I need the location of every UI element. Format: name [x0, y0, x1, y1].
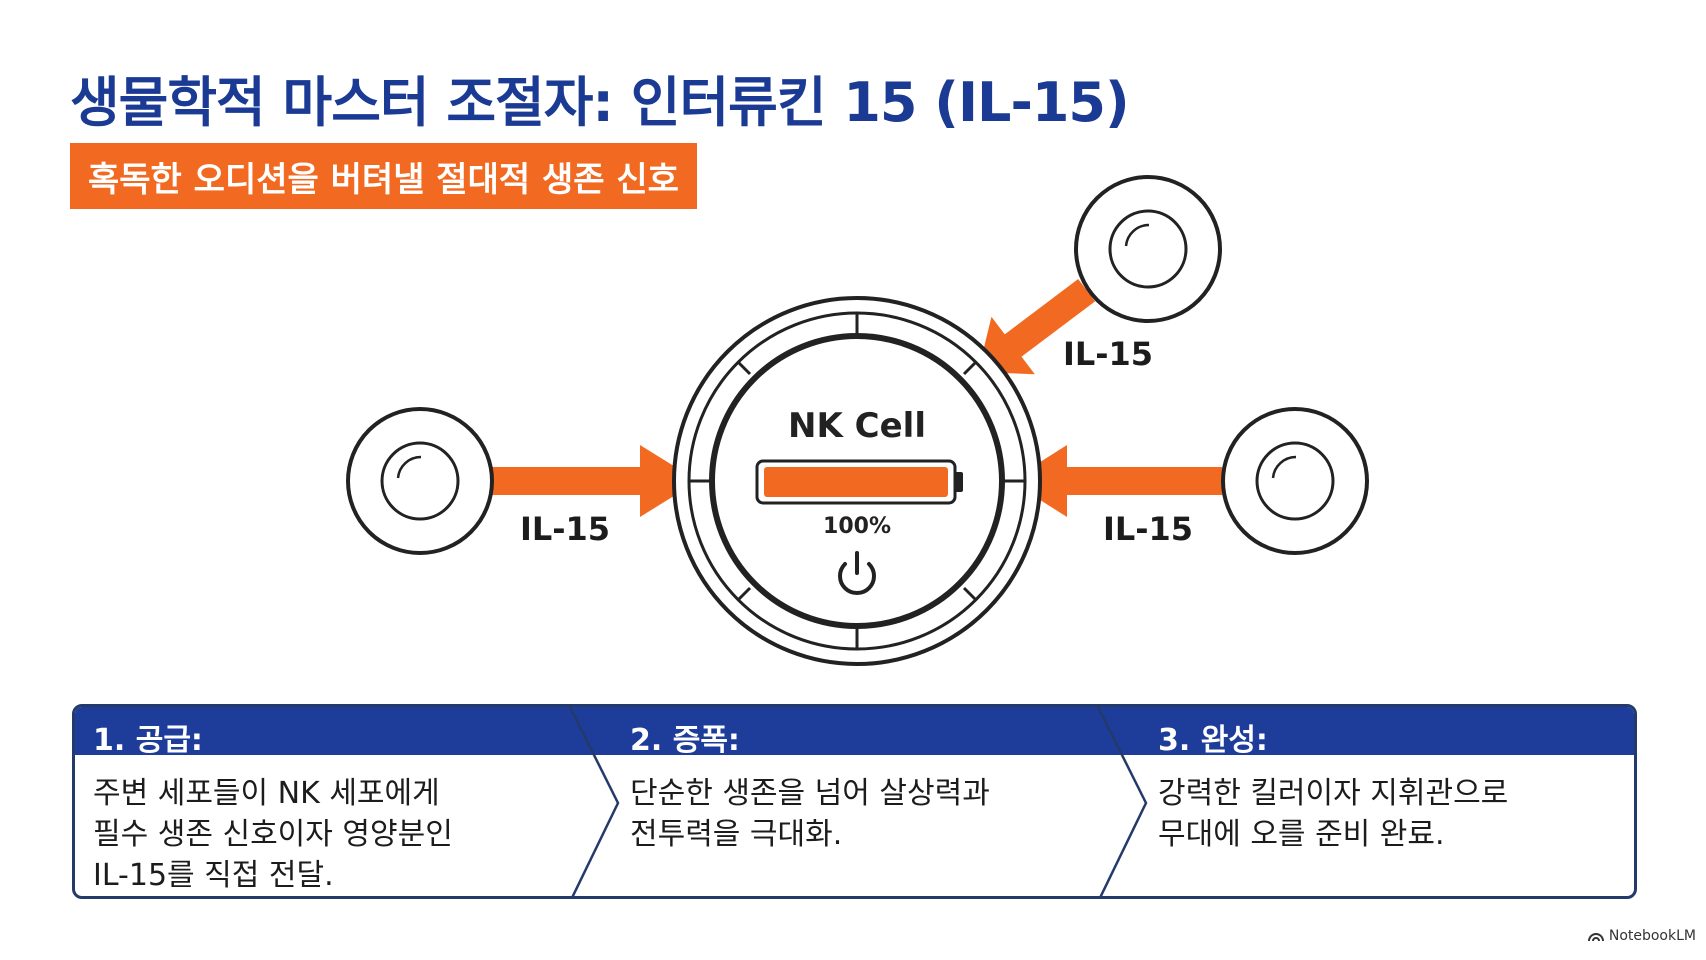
- stage-description: 주변 세포들이 NK 세포에게 필수 생존 신호이자 영양분인 IL-15를 직…: [93, 773, 533, 896]
- power-icon: [838, 551, 876, 596]
- battery-icon: [755, 459, 963, 505]
- signal-arrow-left: [490, 445, 698, 517]
- signal-label-top-right: IL-15: [1063, 335, 1153, 373]
- stage-description: 강력한 킬러이자 지휘관으로 무대에 오를 준비 완료.: [1158, 773, 1598, 855]
- stage-line: 단순한 생존을 넘어 살상력과: [630, 776, 990, 811]
- supplier-cell-right: [1221, 407, 1369, 555]
- stage-title: 1. 공급:: [93, 723, 203, 758]
- supplier-cell-left: [346, 407, 494, 555]
- stage-separators: [568, 707, 1148, 896]
- stage-line: 전투력을 극대화.: [630, 817, 843, 852]
- stage-line: 강력한 킬러이자 지휘관으로: [1158, 776, 1509, 811]
- notebooklm-logo-icon: [1587, 933, 1604, 942]
- brand-label: NotebookLM: [1608, 928, 1696, 944]
- charge-percent: 100%: [823, 514, 891, 539]
- stage-panel: 1. 공급: 주변 세포들이 NK 세포에게 필수 생존 신호이자 영양분인 I…: [72, 704, 1637, 899]
- signal-label-left: IL-15: [520, 510, 610, 548]
- signal-label-right: IL-15: [1103, 510, 1193, 548]
- stage-line: 주변 세포들이 NK 세포에게: [93, 776, 440, 811]
- supplier-cell-top-right: [1074, 175, 1222, 323]
- stage-description: 단순한 생존을 넘어 살상력과 전투력을 극대화.: [630, 773, 1070, 855]
- nk-cell: NK Cell 100%: [672, 296, 1042, 666]
- stage-header-bar: [75, 707, 1634, 755]
- battery-fill: [764, 467, 948, 497]
- page-title: 생물학적 마스터 조절자: 인터류킨 15 (IL-15): [70, 71, 1130, 134]
- nk-cell-label: NK Cell: [788, 406, 926, 446]
- stage-line: 무대에 오를 준비 완료.: [1158, 817, 1445, 852]
- stage-title: 2. 증폭:: [630, 723, 740, 758]
- subtitle-text: 혹독한 오디션을 버텨낼 절대적 생존 신호: [88, 159, 679, 200]
- subtitle-banner: 혹독한 오디션을 버텨낼 절대적 생존 신호: [70, 143, 697, 209]
- stage-line: IL-15를 직접 전달.: [93, 858, 334, 893]
- nk-cell-diagram: NK Cell 100% IL-15 IL-15 IL-15: [346, 175, 1369, 666]
- stage-title: 3. 완성:: [1158, 723, 1268, 758]
- brand-watermark: NotebookLM: [1587, 928, 1696, 944]
- stage-line: 필수 생존 신호이자 영양분인: [93, 817, 453, 852]
